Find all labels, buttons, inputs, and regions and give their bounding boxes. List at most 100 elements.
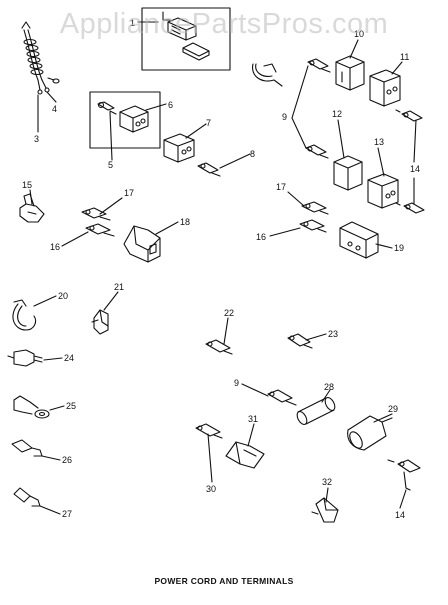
label-18: 18 xyxy=(180,217,190,227)
label-9b: 9 xyxy=(234,378,239,388)
connector-6 xyxy=(119,105,149,133)
leader-13 xyxy=(377,147,385,177)
label-9a: 9 xyxy=(282,112,287,122)
leader-7 xyxy=(185,123,207,139)
terminal-27 xyxy=(13,487,41,507)
leader-9a xyxy=(291,65,309,119)
diagram-caption: POWER CORD AND TERMINALS xyxy=(154,576,294,586)
connector-12 xyxy=(333,155,363,191)
leader-31 xyxy=(247,423,255,447)
leader-19 xyxy=(375,243,393,249)
label-17a: 17 xyxy=(124,188,134,198)
label-26: 26 xyxy=(62,455,72,465)
label-1: 1 xyxy=(130,18,135,28)
label-7: 7 xyxy=(206,118,211,128)
terminal-26 xyxy=(11,439,43,457)
label-5: 5 xyxy=(108,160,113,170)
leader-22 xyxy=(223,317,229,345)
inset-box-1 xyxy=(141,7,231,71)
terminal-30 xyxy=(195,423,223,439)
leader-8 xyxy=(219,153,251,169)
leader-17-left xyxy=(99,197,123,215)
label-3: 3 xyxy=(34,134,39,144)
leader-32 xyxy=(325,487,329,503)
label-4: 4 xyxy=(52,104,57,114)
leader-27 xyxy=(39,505,61,515)
terminal-5 xyxy=(97,101,117,115)
leader-26 xyxy=(41,455,61,461)
label-12: 12 xyxy=(332,109,342,119)
terminal-22 xyxy=(205,339,233,355)
insulator-31 xyxy=(225,441,265,469)
leader-21 xyxy=(103,291,119,311)
connector-1 xyxy=(162,11,210,61)
leader-25 xyxy=(49,405,65,411)
leader-4 xyxy=(46,91,57,103)
leader-20 xyxy=(33,295,57,307)
terminal-9-upper xyxy=(307,58,331,73)
label-13: 13 xyxy=(374,137,384,147)
connector-7 xyxy=(163,133,195,163)
boot-18 xyxy=(123,225,161,263)
leader-15 xyxy=(29,189,33,205)
terminal-32 xyxy=(311,497,339,523)
leader-12 xyxy=(337,119,345,159)
connector-10 xyxy=(335,55,365,91)
terminal-23 xyxy=(287,333,313,349)
part-21 xyxy=(91,309,109,335)
leader-14a xyxy=(413,119,417,163)
label-14a: 14 xyxy=(410,164,420,174)
leader-17-right xyxy=(287,191,305,207)
clip-15 xyxy=(19,193,45,223)
label-30: 30 xyxy=(206,484,216,494)
leader-11 xyxy=(391,61,403,75)
leader-6 xyxy=(145,103,167,111)
label-20: 20 xyxy=(58,291,68,301)
connector-19 xyxy=(339,221,379,259)
terminal-14-upper xyxy=(395,109,423,122)
label-16b: 16 xyxy=(256,232,266,242)
connector-13 xyxy=(367,173,399,209)
leader-9c xyxy=(241,383,269,397)
label-19: 19 xyxy=(394,243,404,253)
ring-terminal-25 xyxy=(13,395,50,419)
label-17b: 17 xyxy=(276,182,286,192)
label-32: 32 xyxy=(322,477,332,487)
terminal-16-right xyxy=(299,219,327,233)
label-11: 11 xyxy=(400,52,409,62)
part-labels: 1 3 4 5 6 7 8 9 10 11 12 13 14 15 17 16 … xyxy=(22,18,420,520)
sleeve-29 xyxy=(347,415,393,451)
terminal-9-lower xyxy=(305,144,329,159)
terminal-14-bottom xyxy=(387,459,421,491)
leader-23 xyxy=(305,333,327,341)
leader-24 xyxy=(43,357,63,361)
label-22: 22 xyxy=(224,308,234,318)
leader-30 xyxy=(207,433,213,483)
leader-14c xyxy=(399,489,407,509)
terminal-14-mid xyxy=(395,202,425,214)
leader-28 xyxy=(321,389,331,403)
label-23: 23 xyxy=(328,329,338,339)
terminal-16-left xyxy=(85,223,115,237)
sleeve-28 xyxy=(296,396,336,426)
leader-29 xyxy=(373,413,393,423)
terminal-8 xyxy=(197,162,221,177)
connector-11 xyxy=(369,69,401,107)
leader-5 xyxy=(109,111,113,161)
label-29: 29 xyxy=(388,404,398,414)
label-25: 25 xyxy=(66,401,76,411)
terminal-24 xyxy=(7,349,43,367)
leader-9b xyxy=(291,117,307,149)
label-8: 8 xyxy=(250,149,255,159)
terminal-17-right xyxy=(301,201,329,215)
leader-16-left xyxy=(61,231,89,247)
cord-clamp-top xyxy=(252,63,283,87)
label-10: 10 xyxy=(354,29,364,39)
terminal-17-left xyxy=(81,207,111,221)
label-27: 27 xyxy=(62,509,72,519)
clamp-20 xyxy=(12,299,37,331)
label-14b: 14 xyxy=(395,510,405,520)
leader-16-right xyxy=(269,227,301,237)
label-21: 21 xyxy=(114,282,124,292)
